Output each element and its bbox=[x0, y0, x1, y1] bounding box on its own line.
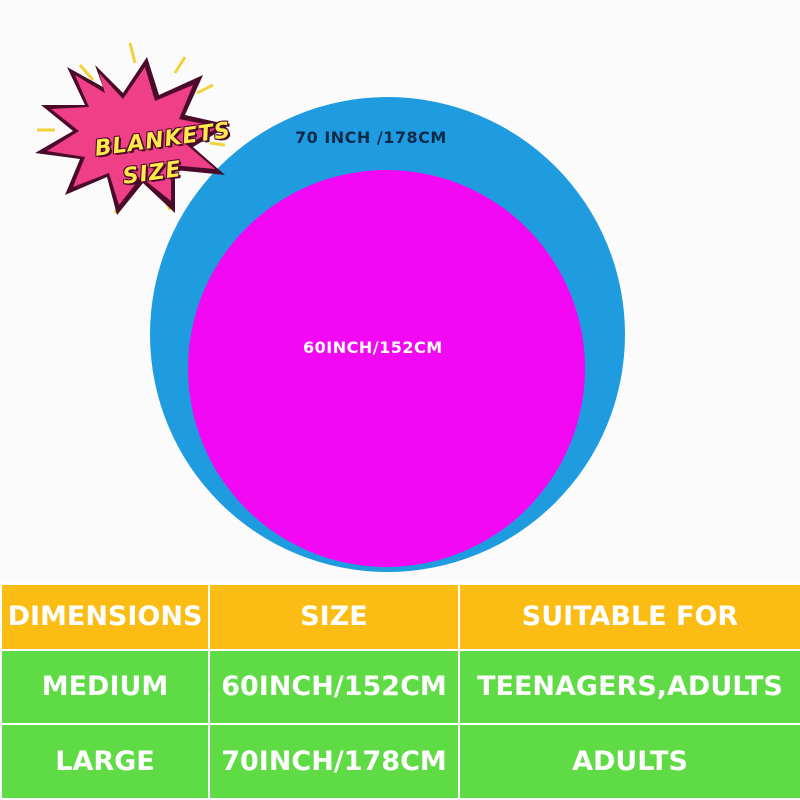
medium-size-circle bbox=[188, 170, 585, 567]
size-table: DIMENSIONS SIZE SUITABLE FOR MEDIUM 60IN… bbox=[0, 583, 800, 800]
table-row: LARGE 70INCH/178CM ADULTS bbox=[0, 723, 800, 800]
starburst-icon bbox=[35, 42, 230, 215]
cell-dimension: LARGE bbox=[0, 723, 210, 800]
cell-size: 60INCH/152CM bbox=[208, 648, 460, 726]
cell-suitable-for: TEENAGERS,ADULTS bbox=[458, 648, 800, 726]
blankets-size-badge: BLANKETS SIZE bbox=[25, 35, 240, 220]
header-size: SIZE bbox=[208, 583, 460, 651]
medium-size-label: 60INCH/152CM bbox=[303, 338, 443, 357]
table-header-row: DIMENSIONS SIZE SUITABLE FOR bbox=[0, 583, 800, 651]
cell-size: 70INCH/178CM bbox=[208, 723, 460, 800]
table-row: MEDIUM 60INCH/152CM TEENAGERS,ADULTS bbox=[0, 648, 800, 726]
header-dimensions: DIMENSIONS bbox=[0, 583, 210, 651]
cell-dimension: MEDIUM bbox=[0, 648, 210, 726]
large-size-label: 70 INCH /178CM bbox=[295, 128, 447, 147]
header-suitable-for: SUITABLE FOR bbox=[458, 583, 800, 651]
cell-suitable-for: ADULTS bbox=[458, 723, 800, 800]
